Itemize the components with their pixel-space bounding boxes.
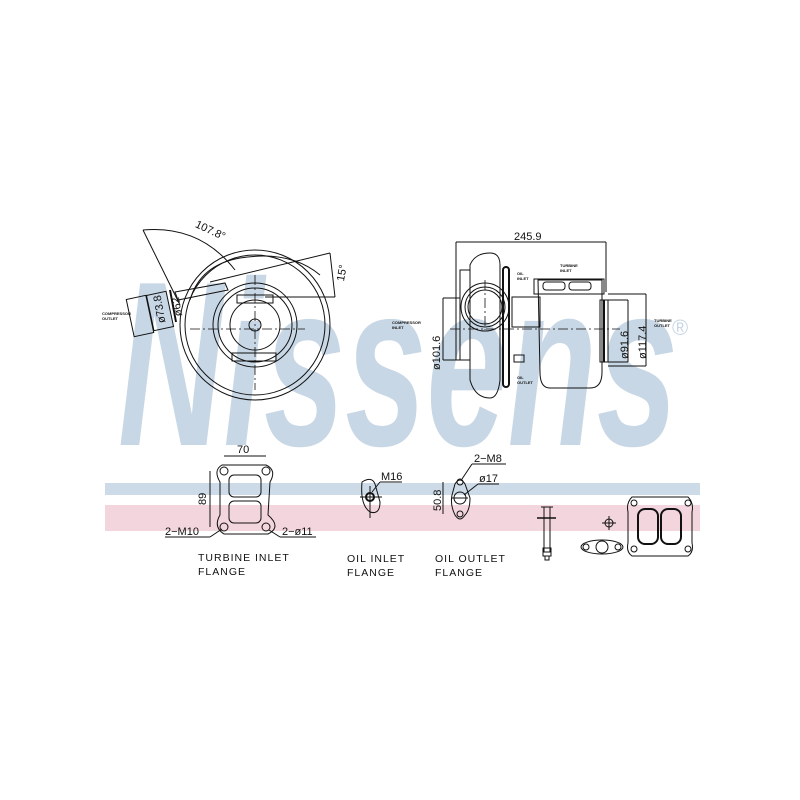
blue-band [105, 483, 700, 495]
oil-outlet-label-1: OIL [517, 375, 524, 380]
oil-outlet-flange-title-1: OIL OUTLET [435, 553, 506, 565]
compressor-inlet-label-1: COMPRESSOR [392, 320, 421, 325]
oil-gasket-part [580, 539, 624, 555]
oil-inlet-flange-title-2: FLANGE [347, 567, 395, 579]
thread-m8-label: 2−M8 [474, 453, 502, 465]
turbine-outlet-label-1: TURBINE [654, 318, 672, 323]
dia-101-label: ø101.6 [431, 336, 443, 370]
washer-part [602, 516, 616, 530]
oil-outlet-label-2: OUTLET [517, 380, 534, 385]
gasket-kit [537, 496, 693, 561]
registered-mark: ® [672, 315, 688, 340]
length-label: 245.9 [514, 231, 542, 243]
dia-62-label: ø62 [170, 296, 185, 317]
angle-15-label: 15° [335, 264, 350, 282]
compressor-outlet-label-1: COMPRESSOR [102, 311, 131, 316]
flange-width-label: 70 [237, 444, 249, 456]
thread-m16-label: M16 [381, 471, 402, 483]
flange-height-label: 89 [197, 493, 209, 505]
oil-inlet-label-1: OIL [517, 271, 524, 276]
turbine-gasket-part [627, 496, 693, 557]
oil-outlet-flange: 2−M8 ø17 50.8 OIL OUTLET FLANGE [432, 453, 506, 579]
oil-inlet-label-2: INLET [517, 276, 529, 281]
pink-band [105, 505, 700, 531]
dia-91-label: ø91.6 [619, 331, 631, 359]
oil-outlet-flange-title-2: FLANGE [435, 567, 483, 579]
side-view: 245.9 ø101.6 ø91.6 ø117.4 COMPRESSOR INL… [392, 231, 672, 399]
oil-inlet-flange: M16 OIL INLET FLANGE [347, 471, 405, 579]
bolt-part [537, 506, 556, 561]
turbine-outlet-label-2: OUTLET [654, 323, 671, 328]
nissens-watermark: Nissens ® [105, 232, 700, 531]
turbine-inlet-flange-title-1: TURBINE INLET [198, 552, 290, 564]
spacing-50-label: 50.8 [432, 490, 444, 511]
holes-11-label: 2−ø11 [282, 526, 313, 538]
dia-117-label: ø117.4 [637, 326, 649, 359]
thread-m10-label: 2−M10 [165, 526, 199, 538]
dia-73-label: ø73.8 [152, 294, 169, 324]
hole-17-label: ø17 [479, 473, 498, 485]
compressor-inlet-label-2: INLET [392, 325, 404, 330]
oil-inlet-flange-title-1: OIL INLET [347, 553, 405, 565]
compressor-outlet-label-2: OUTLET [102, 316, 119, 321]
watermark-logo: Nissens [118, 232, 678, 495]
turbine-inlet-flange: 70 89 2−M10 2−ø11 TURBINE INLET FLANGE [165, 444, 316, 578]
turbine-inlet-label-2: INLET [560, 268, 572, 273]
turbine-inlet-flange-title-2: FLANGE [198, 566, 246, 578]
turbine-inlet-label-1: TURBINE [560, 263, 578, 268]
